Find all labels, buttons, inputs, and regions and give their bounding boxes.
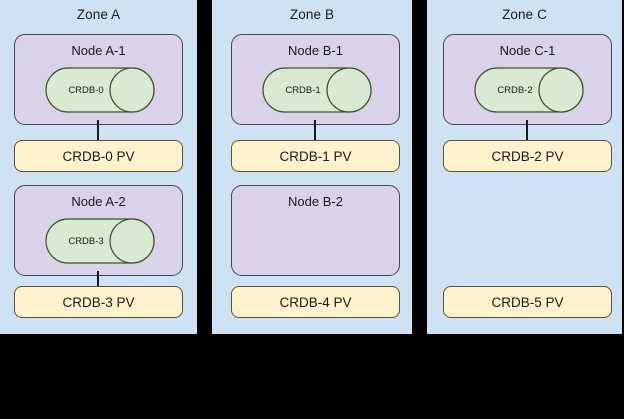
pv-box: CRDB-5 PV: [443, 286, 612, 318]
pv-label: CRDB-1 PV: [279, 148, 352, 164]
pv-box: CRDB-3 PV: [14, 286, 183, 318]
crdb-pod-cylinder: CRDB-3: [45, 218, 155, 264]
pv-label: CRDB-4 PV: [279, 294, 352, 310]
zone-title: Zone B: [289, 7, 335, 22]
zone-title: Zone A: [76, 7, 121, 22]
node-pv-connector: [97, 120, 99, 142]
node-title: Node A-1: [71, 43, 126, 58]
zone-panel-c: Zone C Node C-1 CRDB-2 CRDB-2 PV CRDB-5 …: [427, 0, 622, 334]
node-title: Node A-2: [71, 194, 126, 209]
node-pv-connector: [526, 120, 528, 142]
crdb-pod-cylinder: CRDB-0: [45, 67, 155, 113]
node-pv-connector: [97, 271, 99, 293]
pv-box: CRDB-0 PV: [14, 140, 183, 172]
zone-title: Zone C: [502, 7, 547, 22]
zone-panel-b: Zone B Node B-1 CRDB-1 CRDB-1 PV Node B-…: [212, 0, 412, 334]
node-box: Node B-1 CRDB-1: [231, 34, 400, 125]
node-title: Node B-2: [288, 194, 343, 209]
node-box: Node A-2 CRDB-3: [14, 185, 183, 276]
node-title: Node B-1: [288, 43, 343, 58]
node-pv-connector: [314, 120, 316, 142]
crdb-pod-cylinder: CRDB-1: [262, 67, 372, 113]
pv-box: CRDB-2 PV: [443, 140, 612, 172]
node-title: Node C-1: [499, 43, 556, 58]
node-box: Node C-1 CRDB-2: [443, 34, 612, 125]
pv-box: CRDB-1 PV: [231, 140, 400, 172]
pv-label: CRDB-3 PV: [62, 294, 135, 310]
crdb-pod-cylinder: CRDB-2: [474, 67, 584, 113]
node-box: Node A-1 CRDB-0: [14, 34, 183, 125]
pv-label: CRDB-2 PV: [491, 148, 564, 164]
pv-box: CRDB-4 PV: [231, 286, 400, 318]
pv-label: CRDB-5 PV: [491, 294, 564, 310]
pv-label: CRDB-0 PV: [62, 148, 135, 164]
node-box: Node B-2: [231, 185, 400, 276]
zone-panel-a: Zone A Node A-1 CRDB-0 CRDB-0 PV Node A-…: [0, 0, 197, 334]
